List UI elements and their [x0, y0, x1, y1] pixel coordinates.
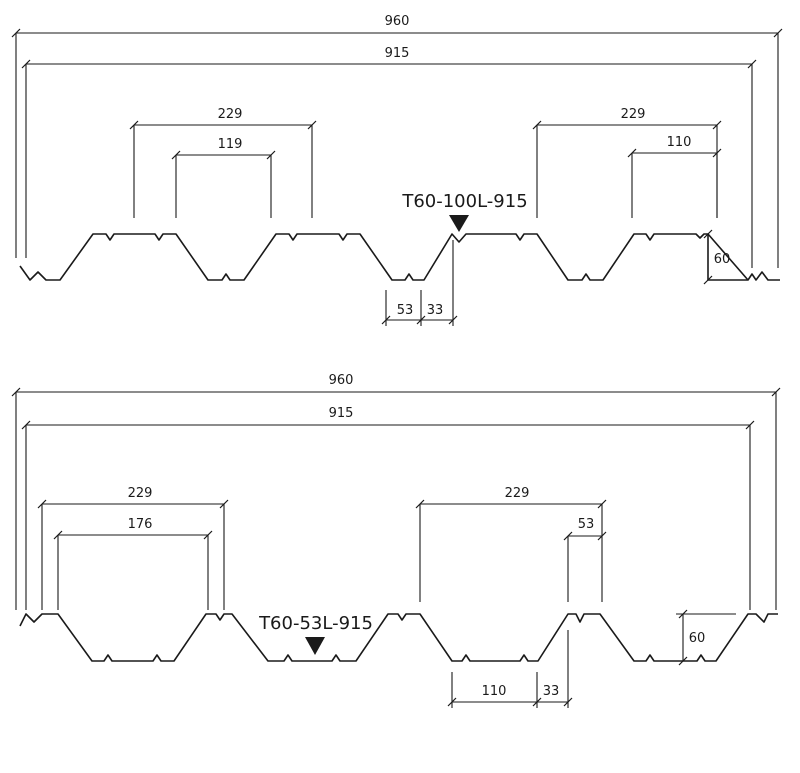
- top-110-tick-right: [712, 148, 722, 158]
- bottom-110-tick-left: [447, 697, 457, 707]
- bottom-53-label: 53: [578, 517, 595, 532]
- top-229b-tick-right: [712, 120, 722, 130]
- top-height-diagonal: [707, 233, 749, 281]
- bottom-60-tick-top: [678, 609, 688, 619]
- bottom-33-tick-right: [563, 697, 573, 707]
- bottom-60-label: 60: [689, 631, 706, 646]
- bottom-110-tick-mid: [532, 697, 542, 707]
- bottom-marker-arrow: [305, 637, 325, 655]
- bottom-915-label: 915: [329, 406, 354, 421]
- bottom-915-tick-left: [21, 420, 31, 430]
- bottom-229b-tick-left: [415, 499, 425, 509]
- top-119-tick-right: [266, 150, 276, 160]
- top-110-tick-left: [627, 148, 637, 158]
- top-profile-outline: [19, 233, 780, 281]
- top-33-label: 33: [427, 303, 444, 318]
- top-53-tick-mid: [416, 315, 426, 325]
- bottom-915-tick-right: [745, 420, 755, 430]
- bottom-229a-label: 229: [128, 486, 153, 501]
- top-marker-arrow: [449, 215, 469, 232]
- bottom-960-tick-left: [11, 387, 21, 397]
- bottom-profile: 960 915 229 176 229 53: [11, 373, 781, 708]
- top-110-label: 110: [667, 135, 692, 150]
- top-229a-tick-left: [129, 120, 139, 130]
- top-960-tick-left: [11, 28, 21, 38]
- top-915-tick-right: [747, 59, 757, 69]
- bottom-229b-label: 229: [505, 486, 530, 501]
- bottom-229b-tick-right: [597, 499, 607, 509]
- top-profile: 960 915 229 119 229 110: [11, 14, 783, 326]
- bottom-profile-outline: [19, 613, 778, 662]
- bottom-53-tick-left: [563, 531, 573, 541]
- top-960-tick-right: [773, 28, 783, 38]
- bottom-53-tick-right: [597, 531, 607, 541]
- bottom-110-label: 110: [482, 684, 507, 699]
- top-229b-tick-left: [532, 120, 542, 130]
- top-profile-label: T60-100L-915: [401, 191, 527, 212]
- bottom-176-label: 176: [128, 517, 153, 532]
- top-60-label: 60: [714, 252, 731, 267]
- top-119-label: 119: [218, 137, 243, 152]
- top-53-label: 53: [397, 303, 414, 318]
- top-229b-label: 229: [621, 107, 646, 122]
- top-60-tick-bottom: [703, 275, 713, 285]
- bottom-33-label: 33: [543, 684, 560, 699]
- top-119-tick-left: [171, 150, 181, 160]
- top-229a-tick-right: [307, 120, 317, 130]
- bottom-profile-label: T60-53L-915: [258, 613, 373, 634]
- top-915-tick-left: [21, 59, 31, 69]
- top-33-tick-right: [448, 315, 458, 325]
- top-229a-label: 229: [218, 107, 243, 122]
- top-60-tick-top: [703, 229, 713, 239]
- top-53-tick-left: [381, 315, 391, 325]
- bottom-60-tick-bottom: [678, 656, 688, 666]
- bottom-229a-tick-right: [219, 499, 229, 509]
- top-960-label: 960: [385, 14, 410, 29]
- bottom-176-tick-left: [53, 530, 63, 540]
- bottom-960-tick-right: [771, 387, 781, 397]
- top-915-label: 915: [385, 46, 410, 61]
- bottom-229a-tick-left: [37, 499, 47, 509]
- bottom-176-tick-right: [203, 530, 213, 540]
- bottom-960-label: 960: [329, 373, 354, 388]
